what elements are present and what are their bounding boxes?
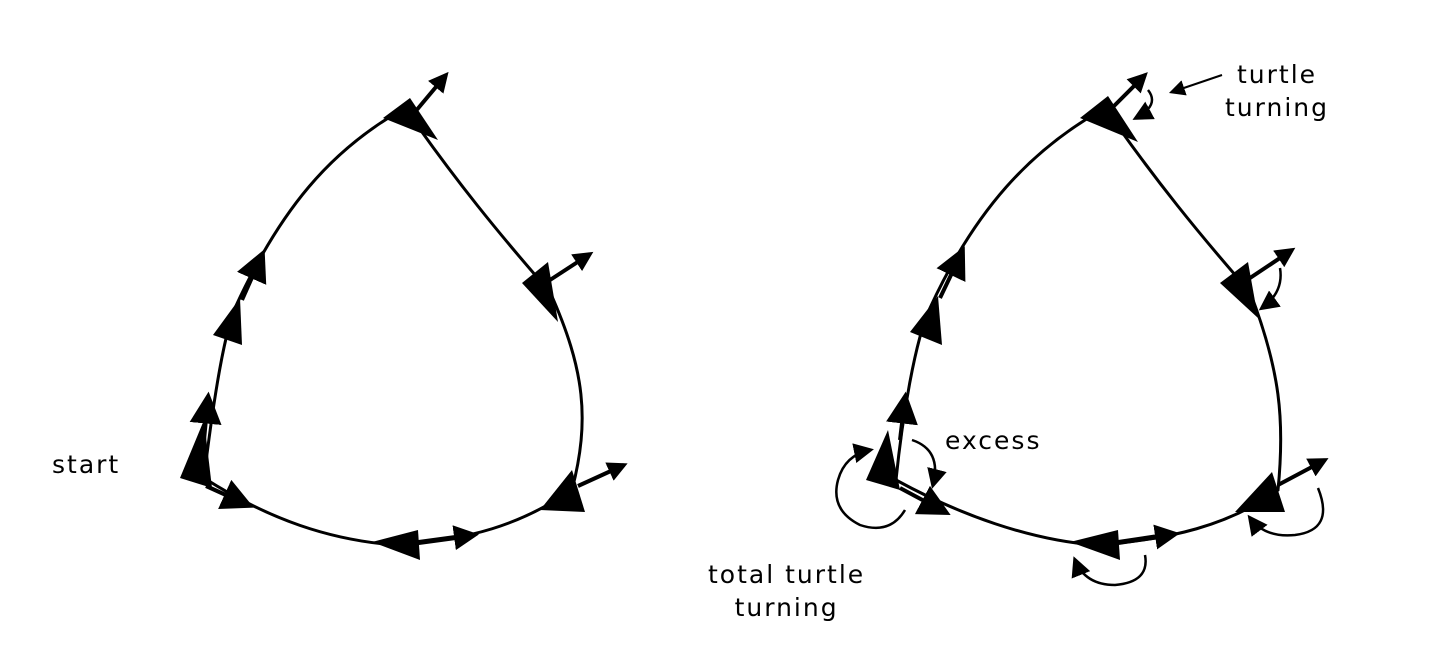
left-top-heading-arrow [413,71,449,114]
left-turtle-right [522,262,558,322]
total-turning-line1: total turtle [708,560,866,589]
turtle-turning-pointer [1168,74,1223,96]
total-turning-line2: turning [734,593,839,622]
left-first-step-arrow [189,391,222,441]
left-side-step-arrow [236,249,267,301]
left-bottom-right-heading-arrow [577,462,628,488]
right-top-turning-arc [1132,89,1155,120]
right-bottom-turning-arc [1071,554,1147,587]
left-turtle-start [180,420,212,488]
left-turtle-top [383,98,438,140]
excess-label: excess [945,426,1042,455]
left-bottom-step-arrow [414,525,479,551]
right-bottom-right-turning-arc [1247,487,1325,537]
right-turtle-bottom [1070,530,1120,560]
left-bottom-left-step-arrow [205,479,254,510]
right-turtle-bottom-right [1235,472,1285,512]
right-turtle-right [1220,262,1258,318]
turtle-turning-line2: turning [1225,93,1329,122]
left-turtle-bottom-right [540,470,585,512]
right-bottom-right-heading-arrow [1277,458,1329,487]
right-closed-path [894,106,1283,547]
right-side-step-arrow [936,246,966,299]
right-top-heading-arrow [1110,72,1148,110]
total-turning-label: total turtle turning [708,558,865,624]
excess-arc [911,438,947,489]
right-right-heading-arrow [1248,247,1296,280]
left-panel [180,71,628,560]
start-label: start [52,450,121,479]
right-panel [835,72,1329,587]
right-bottom-step-arrow [1114,524,1180,550]
left-right-heading-arrow [548,251,594,282]
left-turtle-side [213,298,242,345]
right-bottom-left-step-arrow [899,485,951,516]
right-right-turning-arc [1258,267,1282,311]
right-first-step-arrow [886,391,918,441]
left-closed-path [202,106,584,547]
turtle-turning-label: turtle turning [1225,58,1329,124]
turtle-turning-line1: turtle [1236,60,1318,89]
right-turtle-top [1080,96,1138,142]
total-turning-arc [835,443,907,530]
left-turtle-bottom [372,530,420,560]
right-turtle-side [910,296,942,345]
right-turtle-start [866,430,900,490]
